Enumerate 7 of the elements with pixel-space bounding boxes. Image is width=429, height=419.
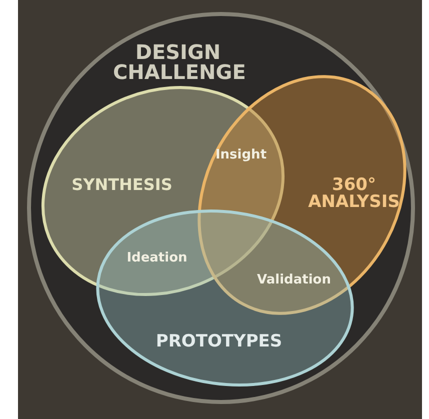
overlap-label: Insight [215, 148, 267, 162]
set-label: DESIGN CHALLENGE [113, 42, 243, 82]
set-label: PROTOTYPES [154, 334, 284, 350]
overlap-label: Ideation [126, 250, 188, 266]
overlap-label: Validation [257, 272, 331, 288]
set-label: 360° ANALYSIS [307, 177, 401, 211]
set-label: SYNTHESIS [70, 177, 174, 193]
